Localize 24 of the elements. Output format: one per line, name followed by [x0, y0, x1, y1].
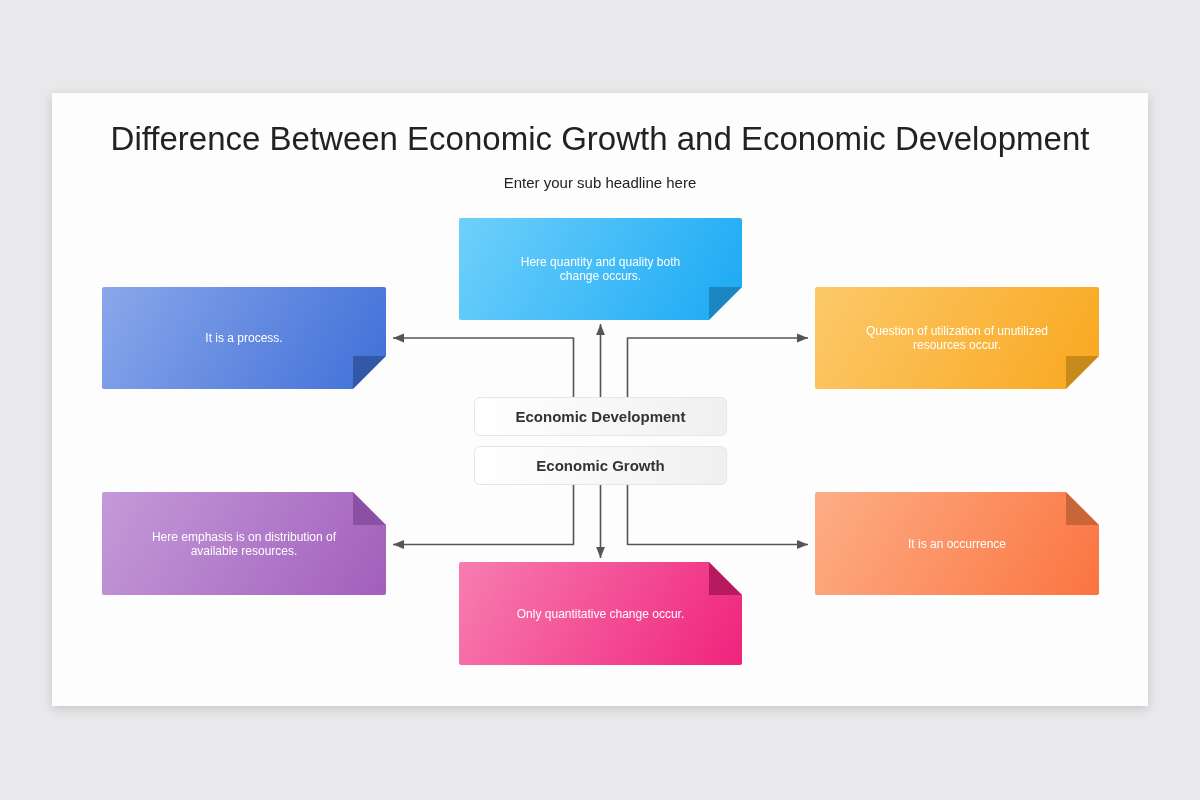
subtitle: Enter your sub headline here — [502, 174, 698, 191]
note-card — [459, 562, 742, 665]
card-text: Question of utilization of unutilized resources occur. — [864, 324, 1050, 352]
note-card — [815, 287, 1099, 389]
arrow — [596, 323, 605, 398]
note-card — [102, 492, 386, 595]
card-text: Here quantity and quality both change occurs. — [519, 255, 682, 283]
card-text: It is a process. — [205, 331, 283, 345]
label-text: Economic Development — [515, 408, 686, 425]
card-text: Here emphasis is on distribution of available resources. — [150, 529, 338, 558]
title: Difference Between Economic Growth and Economic Development — [109, 120, 1091, 158]
note-card — [815, 492, 1099, 595]
label-text: Economic Growth — [536, 457, 665, 474]
arrow — [392, 333, 575, 398]
arrow — [626, 333, 809, 398]
note-card — [459, 218, 742, 320]
arrow — [626, 484, 809, 549]
note-card — [102, 287, 386, 389]
label-box — [474, 446, 727, 485]
card-text: Only quantitative change occur. — [516, 606, 685, 621]
arrow — [596, 484, 605, 559]
arrow — [392, 484, 575, 549]
card-text: It is an occurrence — [907, 536, 1006, 551]
label-box — [474, 397, 727, 436]
